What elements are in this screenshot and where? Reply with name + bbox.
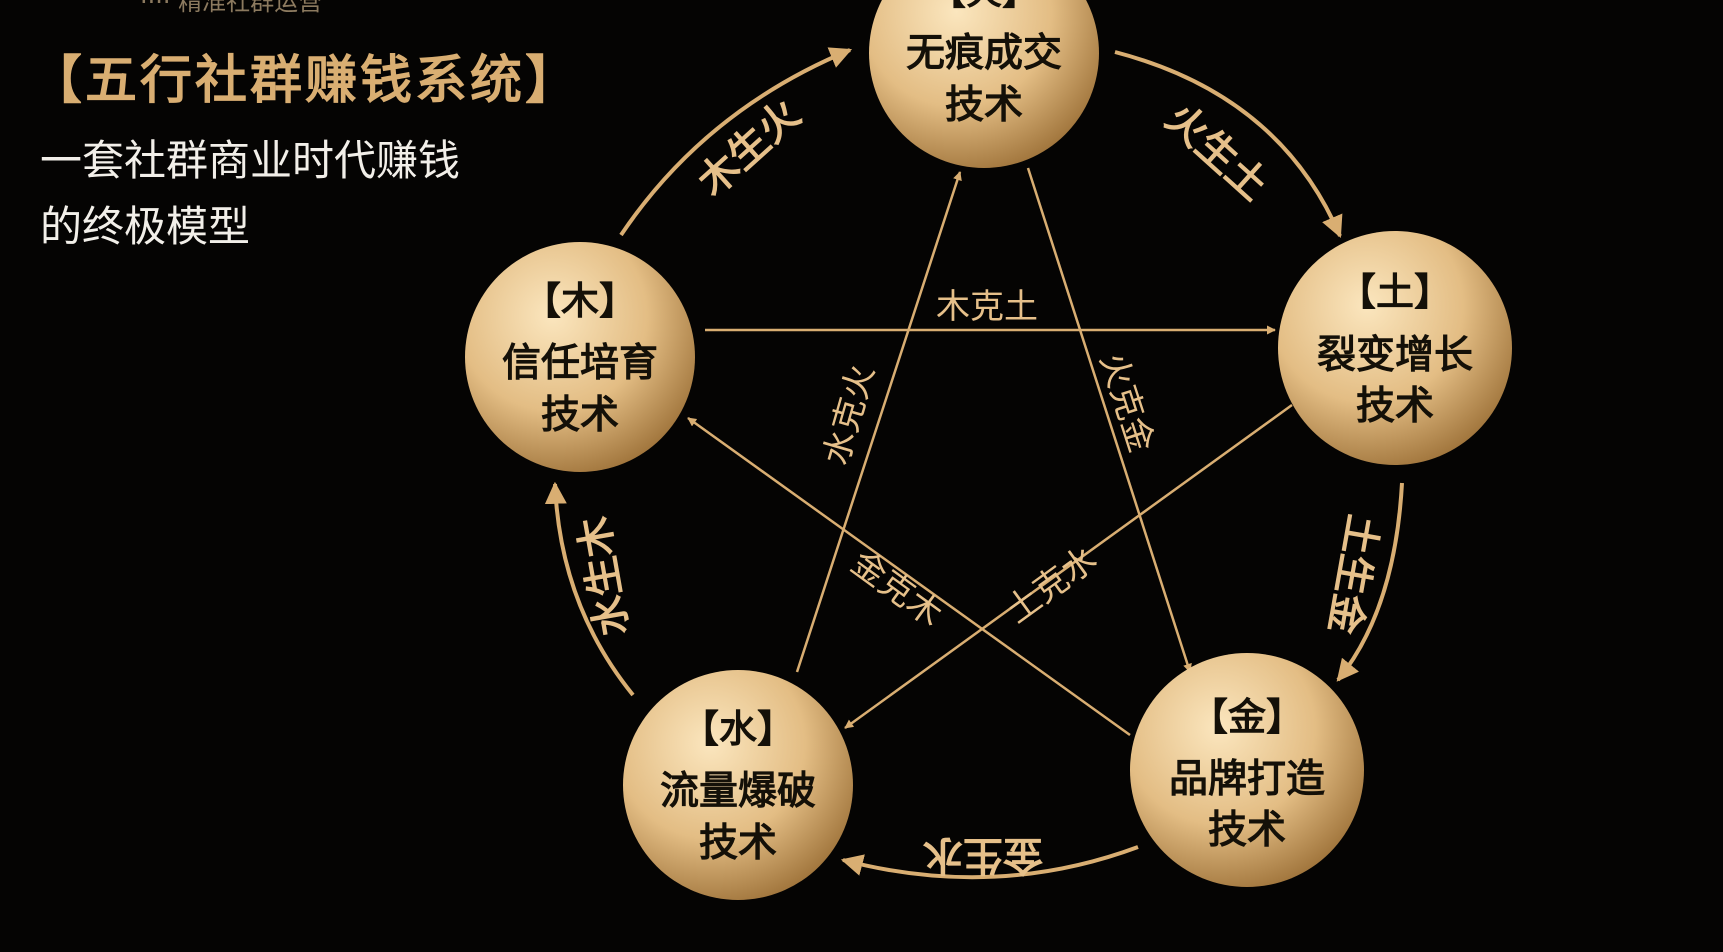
node-metal-line2: 技术: [1208, 808, 1286, 853]
label-metal-overcomes-wood: 金克木: [843, 543, 949, 635]
arc-water-to-wood: [544, 481, 635, 697]
label-fire-generates-earth: 火生土: [1157, 95, 1277, 209]
label-water-generates-wood: 水生木: [571, 513, 637, 639]
label-wood-generates-fire: 木生火: [689, 91, 809, 205]
node-metal-line1: 品牌打造: [1169, 757, 1325, 802]
node-metal-tag: 【金】: [1190, 695, 1304, 739]
line-earth-to-water: [844, 403, 1293, 730]
subtitle: 一套社群商业时代赚钱 的终极模型: [40, 128, 460, 260]
node-fire-line2: 技术: [945, 83, 1023, 128]
arc-fire-to-earth: [1114, 50, 1343, 239]
node-water: 【水】 流量爆破 技术: [623, 670, 853, 900]
arc-earth-to-metal: [1336, 482, 1404, 682]
top-strip-text: ···· 精准社群运营: [140, 0, 323, 16]
node-water-line1: 流量爆破: [660, 769, 816, 814]
node-fire-tag: 【火】: [930, 0, 1038, 13]
subtitle-line-2: 的终极模型: [40, 202, 251, 251]
line-water-to-fire: [795, 171, 962, 673]
arc-wood-to-fire: [619, 47, 853, 237]
line-fire-to-metal: [1026, 167, 1192, 673]
node-earth-line2: 技术: [1356, 384, 1434, 429]
label-water-overcomes-fire: 水克火: [816, 360, 883, 469]
node-fire-line1: 无痕成交: [906, 31, 1062, 76]
page-title: 【五行社群赚钱系统】: [30, 51, 581, 111]
label-earth-overcomes-water: 土克水: [999, 539, 1105, 631]
subtitle-line-1: 一套社群商业时代赚钱: [40, 136, 461, 185]
node-water-line2: 技术: [699, 821, 777, 866]
label-metal-generates-water: 金生水: [922, 832, 1044, 878]
node-water-tag: 【水】: [681, 707, 795, 751]
node-earth-tag: 【土】: [1338, 270, 1452, 314]
node-earth: 【土】 裂变增长 技术: [1278, 231, 1512, 465]
line-metal-to-wood: [687, 416, 1131, 737]
node-wood-line2: 技术: [541, 393, 619, 438]
node-metal: 【金】 品牌打造 技术: [1130, 653, 1364, 887]
node-earth-line1: 裂变增长: [1317, 333, 1473, 378]
node-wood-line1: 信任培育: [502, 341, 658, 386]
label-wood-overcomes-earth: 木克土: [936, 287, 1038, 327]
arc-metal-to-water: [840, 845, 1139, 880]
node-wood: 【木】 信任培育 技术: [465, 242, 695, 472]
node-wood-tag: 【木】: [523, 279, 637, 323]
node-fire: 【火】 无痕成交 技术: [869, 0, 1099, 168]
